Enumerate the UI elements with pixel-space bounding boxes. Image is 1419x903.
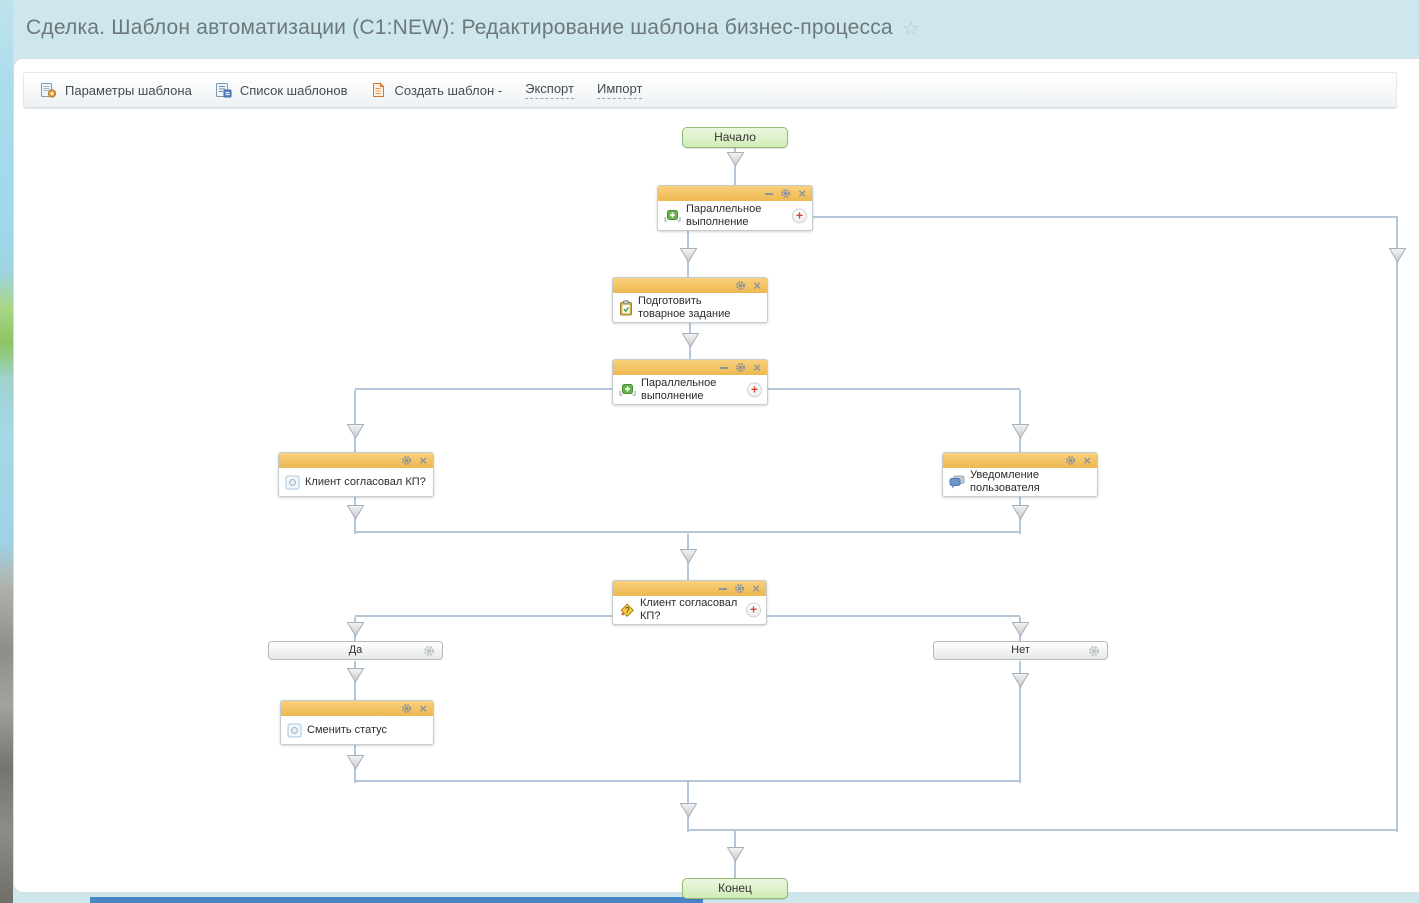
export-link[interactable]: Экспорт (525, 81, 574, 99)
node-header: × (943, 453, 1097, 468)
close-icon[interactable]: × (753, 360, 761, 375)
close-icon[interactable]: × (753, 278, 761, 293)
parallel-execution-icon (619, 383, 636, 397)
arrow-down-icon (727, 847, 744, 862)
gear-icon[interactable] (1088, 645, 1100, 657)
document-gear-icon (40, 82, 57, 98)
create-template-label: Создать шаблон - (394, 82, 503, 98)
create-template-button[interactable]: Создать шаблон - (370, 82, 502, 98)
node-header: × (613, 581, 766, 596)
flow-connector-line (1396, 216, 1398, 832)
flow-connector-line (813, 216, 1398, 218)
branch-yes-label: Да (348, 644, 363, 656)
arrow-down-icon (347, 505, 364, 520)
gear-icon[interactable] (401, 455, 412, 466)
arrow-down-icon (1012, 505, 1029, 520)
node-label: Уведомление пользователя (970, 469, 1040, 494)
document-list-icon (215, 82, 232, 98)
flow-connector-line (355, 780, 1021, 782)
gear-icon[interactable] (1065, 455, 1076, 466)
branch-no[interactable]: Нет (933, 641, 1108, 660)
bp-node-condition[interactable]: × ? Клиент согласовал КП? + (612, 580, 767, 625)
background-photo-strip (0, 0, 13, 903)
new-document-icon (370, 82, 386, 98)
svg-text:?: ? (625, 606, 630, 615)
toolbar: Параметры шаблона Список шаблонов Создат… (23, 72, 1397, 109)
minimize-icon[interactable] (719, 587, 728, 590)
template-list-label: Список шаблонов (239, 82, 348, 98)
arrow-down-icon (682, 333, 699, 348)
title-bar: Сделка. Шаблон автоматизации (C1:NEW): Р… (26, 8, 920, 48)
node-header: × (613, 278, 767, 293)
minimize-icon[interactable] (720, 366, 729, 369)
arrow-down-icon (347, 668, 364, 683)
bp-node-approve[interactable]: × Клиент согласовал КП? (278, 452, 434, 497)
node-label: Клиент согласовал КП? (640, 597, 738, 622)
close-icon[interactable]: × (419, 701, 427, 716)
status-icon (287, 723, 302, 738)
bp-node-parallel-2[interactable]: × Параллельное выполнение + (612, 359, 768, 405)
bp-start-node: Начало (682, 127, 788, 148)
flow-connector-line (354, 390, 356, 454)
arrow-down-icon (680, 803, 697, 818)
arrow-down-icon (727, 152, 744, 167)
add-action-button[interactable]: + (746, 602, 761, 618)
node-label: Сменить статус (307, 723, 387, 736)
gear-icon[interactable] (423, 645, 435, 657)
template-list-button[interactable]: Список шаблонов (215, 82, 348, 98)
bp-end-node: Конец (682, 878, 788, 899)
content-panel (13, 58, 1419, 893)
arrow-down-icon (1012, 424, 1029, 439)
arrow-down-icon (680, 248, 697, 263)
node-label: Клиент согласовал КП? (305, 475, 426, 488)
arrow-down-icon (1012, 673, 1029, 688)
arrow-down-icon (680, 549, 697, 564)
gear-icon[interactable] (735, 362, 746, 373)
template-parameters-label: Параметры шаблона (65, 82, 192, 98)
flow-connector-line (1019, 661, 1021, 783)
arrow-down-icon (347, 622, 364, 637)
bottom-blue-bar (90, 897, 703, 903)
gear-icon[interactable] (780, 188, 791, 199)
parallel-execution-icon (664, 209, 681, 223)
import-link[interactable]: Импорт (596, 81, 643, 99)
branch-no-label: Нет (1011, 644, 1030, 656)
node-label: Параллельное выполнение (686, 202, 762, 228)
arrow-down-icon (347, 755, 364, 770)
task-clipboard-icon (619, 299, 633, 316)
arrow-down-icon (1389, 248, 1406, 263)
node-label: Подготовить товарное задание (638, 294, 731, 320)
bp-node-notify[interactable]: × Уведомление пользователя (942, 452, 1098, 497)
gear-icon[interactable] (734, 583, 745, 594)
close-icon[interactable]: × (798, 186, 806, 201)
gear-icon[interactable] (735, 280, 746, 291)
bp-node-change-status[interactable]: × Сменить статус (280, 700, 434, 745)
node-header: × (279, 453, 433, 468)
page-title: Сделка. Шаблон автоматизации (C1:NEW): Р… (26, 16, 893, 39)
bp-node-task[interactable]: × Подготовить товарное задание (612, 277, 768, 323)
bp-node-parallel-1[interactable]: × Параллельное выполнение + (657, 185, 813, 231)
template-parameters-button[interactable]: Параметры шаблона (40, 82, 192, 98)
minimize-icon[interactable] (765, 192, 774, 195)
favorite-star-icon[interactable]: ☆ (901, 17, 920, 40)
node-header: × (281, 701, 433, 716)
add-action-button[interactable]: + (792, 208, 807, 223)
branch-yes[interactable]: Да (268, 641, 443, 660)
condition-diamond-icon: ? (619, 602, 635, 618)
add-action-button[interactable]: + (747, 382, 762, 397)
arrow-down-icon (1012, 622, 1029, 637)
close-icon[interactable]: × (419, 453, 427, 468)
notification-chat-icon (949, 475, 965, 489)
flow-connector-line (1019, 390, 1021, 454)
status-icon (285, 475, 300, 490)
close-icon[interactable]: × (752, 581, 760, 596)
gear-icon[interactable] (401, 703, 412, 714)
node-header: × (613, 360, 767, 375)
node-header: × (658, 186, 812, 201)
flow-connector-line (355, 531, 1021, 533)
close-icon[interactable]: × (1083, 453, 1091, 468)
arrow-down-icon (347, 424, 364, 439)
node-label: Параллельное выполнение (641, 376, 717, 402)
flow-connector-line (688, 829, 1398, 831)
